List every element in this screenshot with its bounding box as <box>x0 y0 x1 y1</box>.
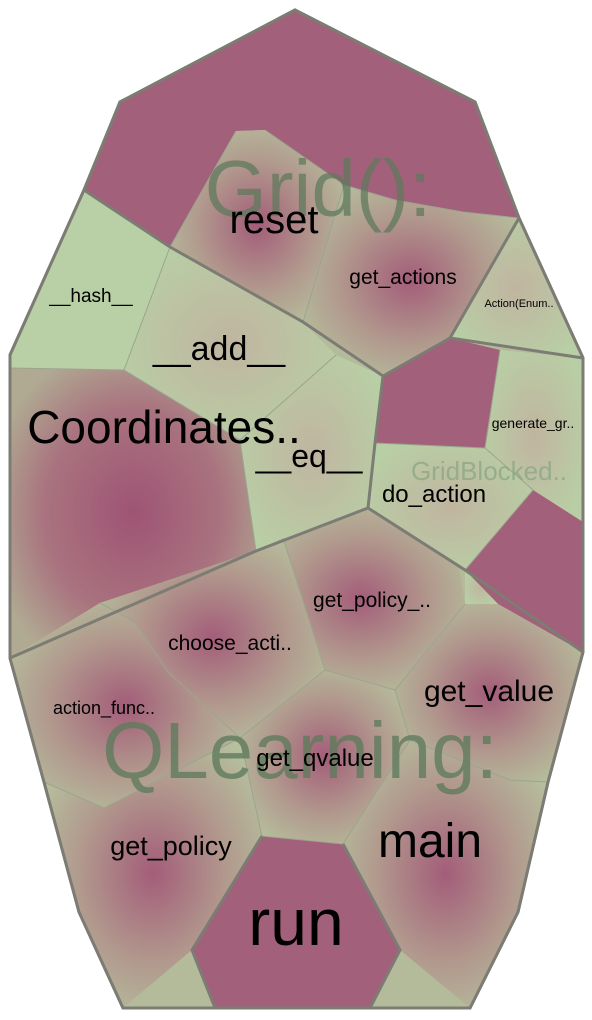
cell-action-func[interactable] <box>10 603 240 808</box>
group-label-qlearning: QLearning: <box>102 706 498 795</box>
cell-coordinates[interactable] <box>10 368 256 658</box>
cell-label-run: run <box>248 885 343 959</box>
cell-label-generate-gr: generate_gr.. <box>492 415 575 431</box>
cell-get-qvalue[interactable] <box>240 670 410 844</box>
group-label-grid: Grid(): <box>205 144 432 233</box>
cell-label-get-policy-underscore: get_policy_.. <box>313 589 431 612</box>
cell-eq[interactable] <box>240 355 383 551</box>
cell-label-action-func: action_func.. <box>53 698 155 719</box>
cell-label-get-policy: get_policy <box>110 831 232 861</box>
group-label-coordinates: Coordinates.. <box>27 401 301 453</box>
cell-label-get-actions: get_actions <box>349 266 456 289</box>
cell-run[interactable] <box>192 836 400 1008</box>
cell-label-hash: __hash__ <box>48 286 133 307</box>
cell-generate-gr[interactable] <box>485 350 583 522</box>
cell-label-eq: __eq__ <box>255 438 364 474</box>
group-label-gridblocked: GridBlocked.. <box>411 456 567 486</box>
cell-label-main: main <box>378 815 482 868</box>
cell-label-reset: reset <box>230 198 319 242</box>
cell-get-policy-underscore[interactable] <box>256 508 465 690</box>
cell-gridblocked-hot[interactable] <box>465 490 583 652</box>
cell-tiny[interactable] <box>465 570 498 604</box>
cell-action-enum[interactable] <box>450 218 583 358</box>
cell-get-actions[interactable] <box>303 185 519 376</box>
cell-label-do-action: do_action <box>382 481 486 508</box>
cell-gridblocked-top[interactable] <box>375 338 500 448</box>
cell-reset[interactable] <box>170 130 344 322</box>
cell-label-action-enum: Action(Enum.. <box>484 298 553 310</box>
cell-main[interactable] <box>343 740 548 1008</box>
cell-label-add: __add__ <box>152 330 286 368</box>
cell-add[interactable] <box>124 247 336 440</box>
group-borders <box>8 8 585 1010</box>
cell-choose-acti[interactable] <box>100 538 325 738</box>
cell-label-get-qvalue: get_qvalue <box>256 745 373 772</box>
cell-get-value[interactable] <box>395 604 583 782</box>
cell-hash[interactable] <box>10 190 170 370</box>
cell-label-choose-acti: choose_acti.. <box>168 632 292 655</box>
cell-label-get-value: get_value <box>424 675 554 708</box>
cell-get-policy[interactable] <box>44 738 262 1008</box>
